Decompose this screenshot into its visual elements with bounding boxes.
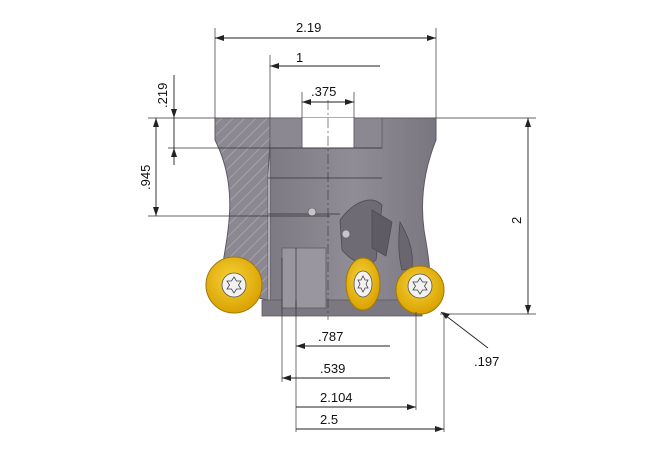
torx-icon xyxy=(412,277,428,295)
dim-insert-radius: .197 xyxy=(474,354,499,369)
torx-icon xyxy=(226,276,242,294)
dim-787: .787 xyxy=(318,329,343,344)
dimension-labels: 2.19 1 .375 .219 .945 2 .197 .787 .539 2… xyxy=(138,20,524,427)
dim-height: 2 xyxy=(509,217,524,224)
torx-icon xyxy=(357,275,369,293)
dim-top-thickness: .219 xyxy=(155,83,170,108)
dim-bore-depth: .945 xyxy=(138,165,153,190)
dim-key-slot: .375 xyxy=(311,84,336,99)
dim-2-5: 2.5 xyxy=(320,412,338,427)
dimension-lines xyxy=(148,28,536,432)
dim-top-width: 1 xyxy=(296,50,303,65)
dim-overall-width: 2.19 xyxy=(296,20,321,35)
bore-region xyxy=(268,100,383,320)
insert-right xyxy=(395,265,445,315)
dim-539: .539 xyxy=(320,361,345,376)
insert-left xyxy=(205,256,263,314)
chip-pockets xyxy=(307,199,413,271)
insert-center xyxy=(345,257,381,311)
dim-2104: 2.104 xyxy=(320,390,353,405)
